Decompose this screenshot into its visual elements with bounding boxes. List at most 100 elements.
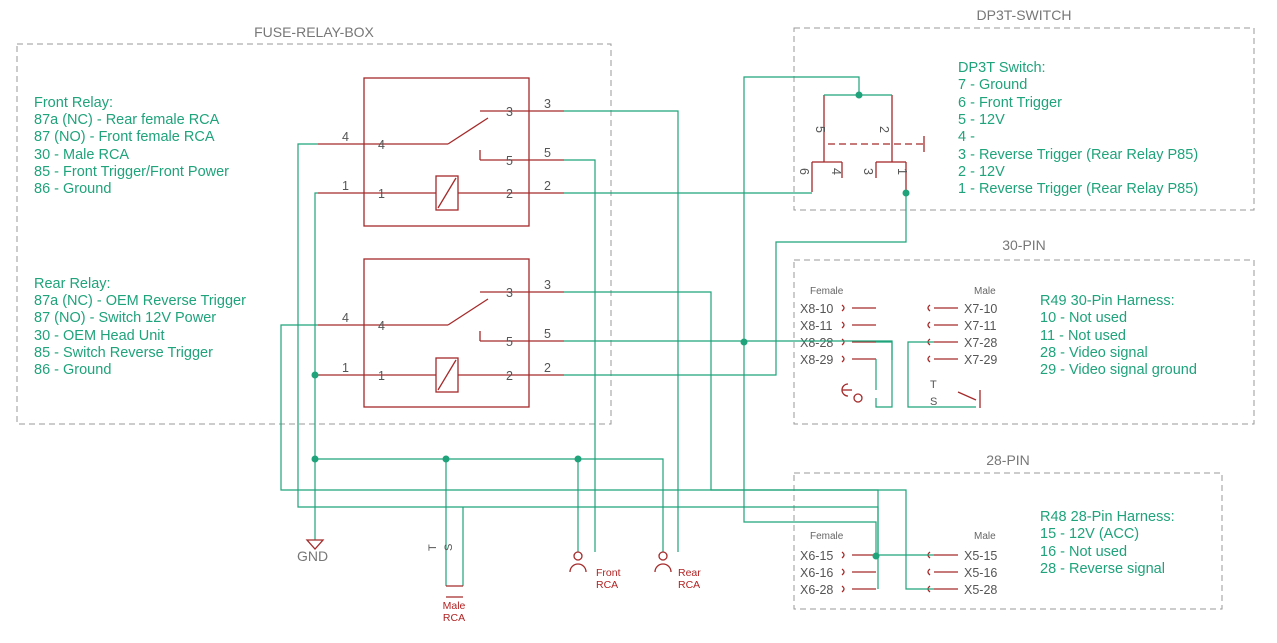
front-relay: 4 4 1 1 3 3 5 5 2 2	[318, 77, 564, 227]
connector-28pin: Female Male X6-15 X6-16 X6-28 X5-15 X5-1…	[800, 531, 997, 597]
wires	[280, 76, 976, 590]
svg-text:3: 3	[506, 286, 513, 300]
svg-text:4: 4	[342, 311, 349, 325]
svg-text:R49 30-Pin Harness:: R49 30-Pin Harness:	[1040, 293, 1175, 309]
svg-text:10 - Not used: 10 - Not used	[1040, 310, 1127, 326]
svg-text:2 - 12V: 2 - 12V	[958, 164, 1005, 180]
svg-text:X8-11: X8-11	[800, 319, 832, 333]
svg-text:5: 5	[506, 154, 513, 168]
switch-note: DP3T Switch: 7 - Ground 6 - Front Trigge…	[958, 60, 1198, 197]
svg-text:X8-28: X8-28	[800, 336, 833, 350]
svg-text:30 - OEM Head Unit: 30 - OEM Head Unit	[34, 328, 165, 344]
front-rca: Front RCA	[569, 551, 621, 591]
svg-text:5: 5	[813, 126, 827, 133]
svg-text:86 - Ground: 86 - Ground	[34, 181, 111, 197]
svg-text:1: 1	[895, 168, 909, 175]
svg-text:16 - Not used: 16 - Not used	[1040, 544, 1127, 560]
svg-text:87a (NC) - Rear female RCA: 87a (NC) - Rear female RCA	[34, 112, 220, 128]
svg-text:1: 1	[378, 187, 385, 201]
male-rca: T S Male RCA	[427, 544, 466, 624]
svg-text:2: 2	[544, 361, 551, 375]
svg-text:87a (NC) - OEM Reverse Trigger: 87a (NC) - OEM Reverse Trigger	[34, 293, 246, 309]
svg-text:4: 4	[342, 130, 349, 144]
svg-text:Rear Relay:: Rear Relay:	[34, 276, 111, 292]
svg-text:RCA: RCA	[678, 579, 700, 591]
fuse-relay-box-title: FUSE-RELAY-BOX	[254, 24, 374, 40]
pin28-box	[793, 472, 1223, 610]
svg-text:86 - Ground: 86 - Ground	[34, 362, 111, 378]
svg-text:3: 3	[506, 105, 513, 119]
svg-text:1: 1	[378, 369, 385, 383]
svg-text:X7-29: X7-29	[964, 353, 997, 367]
svg-text:2: 2	[877, 126, 891, 133]
svg-text:Male: Male	[974, 531, 996, 542]
svg-text:85 - Front Trigger/Front Power: 85 - Front Trigger/Front Power	[34, 164, 229, 180]
svg-text:X8-29: X8-29	[800, 353, 833, 367]
svg-text:2: 2	[506, 187, 513, 201]
svg-text:7 - Ground: 7 - Ground	[958, 77, 1027, 93]
svg-text:Front: Front	[596, 567, 621, 579]
svg-text:6: 6	[797, 168, 811, 175]
svg-text:X8-10: X8-10	[800, 302, 833, 316]
ground-symbol: GND	[297, 539, 328, 564]
svg-text:R48 28-Pin Harness:: R48 28-Pin Harness:	[1040, 509, 1175, 525]
svg-text:85 - Switch Reverse Trigger: 85 - Switch Reverse Trigger	[34, 345, 213, 361]
svg-text:Female: Female	[810, 286, 844, 297]
junctions	[311, 91, 910, 560]
dp3t-switch-box	[793, 27, 1255, 211]
harness28-note: R48 28-Pin Harness: 15 - 12V (ACC) 16 - …	[1040, 509, 1175, 577]
svg-text:2: 2	[506, 369, 513, 383]
svg-text:Front Relay:: Front Relay:	[34, 95, 113, 111]
svg-text:4: 4	[378, 319, 385, 333]
svg-text:30 - Male RCA: 30 - Male RCA	[34, 147, 129, 163]
svg-text:Male: Male	[443, 600, 466, 612]
pin30-box	[793, 259, 1255, 425]
rear-rca: Rear RCA	[654, 551, 701, 591]
svg-text:28 - Video signal: 28 - Video signal	[1040, 345, 1148, 361]
svg-text:3: 3	[861, 168, 875, 175]
svg-text:11 - Not used: 11 - Not used	[1040, 328, 1126, 344]
svg-text:X7-28: X7-28	[964, 336, 997, 350]
svg-text:RCA: RCA	[443, 612, 465, 624]
svg-text:X5-15: X5-15	[964, 549, 997, 563]
svg-text:1: 1	[342, 361, 349, 375]
svg-text:2: 2	[544, 179, 551, 193]
svg-text:Rear: Rear	[678, 567, 701, 579]
svg-text:X5-16: X5-16	[964, 566, 997, 580]
svg-text:X6-15: X6-15	[800, 549, 833, 563]
svg-text:5: 5	[544, 327, 551, 341]
fuse-relay-box	[16, 43, 612, 425]
svg-text:X6-28: X6-28	[800, 583, 833, 597]
dp3t-switch-box-title: DP3T-SWITCH	[977, 7, 1072, 23]
svg-text:X5-28: X5-28	[964, 583, 997, 597]
svg-text:DP3T Switch:: DP3T Switch:	[958, 60, 1046, 76]
svg-text:S: S	[443, 544, 455, 551]
svg-text:5 - 12V: 5 - 12V	[958, 112, 1005, 128]
svg-text:3: 3	[544, 278, 551, 292]
pin30-box-title: 30-PIN	[1002, 237, 1046, 253]
svg-text:GND: GND	[297, 548, 328, 564]
pin28-box-title: 28-PIN	[986, 452, 1030, 468]
svg-text:5: 5	[544, 146, 551, 160]
rear-relay-note: Rear Relay: 87a (NC) - OEM Reverse Trigg…	[34, 276, 246, 378]
svg-text:T: T	[930, 379, 937, 391]
svg-text:3: 3	[544, 97, 551, 111]
dp3t-switch-symbol: 5 2 6 4 3 1	[797, 95, 925, 192]
svg-text:1 - Reverse Trigger (Rear Rela: 1 - Reverse Trigger (Rear Relay P85)	[958, 181, 1198, 197]
svg-text:RCA: RCA	[596, 579, 618, 591]
svg-text:87 (NO) - Front female RCA: 87 (NO) - Front female RCA	[34, 129, 215, 145]
front-relay-note: Front Relay: 87a (NC) - Rear female RCA …	[34, 95, 229, 197]
svg-text:4: 4	[378, 138, 385, 152]
svg-text:X7-10: X7-10	[964, 302, 997, 316]
svg-text:X7-11: X7-11	[964, 319, 996, 333]
svg-text:4 -: 4 -	[958, 129, 975, 145]
svg-text:Male: Male	[974, 286, 996, 297]
svg-text:S: S	[930, 396, 937, 408]
svg-text:1: 1	[342, 179, 349, 193]
svg-text:T: T	[427, 544, 439, 551]
svg-text:29 - Video signal ground: 29 - Video signal ground	[1040, 362, 1197, 378]
svg-text:6 - Front Trigger: 6 - Front Trigger	[958, 95, 1062, 111]
svg-text:15 - 12V (ACC): 15 - 12V (ACC)	[1040, 526, 1139, 542]
svg-text:5: 5	[506, 335, 513, 349]
svg-text:X6-16: X6-16	[800, 566, 833, 580]
